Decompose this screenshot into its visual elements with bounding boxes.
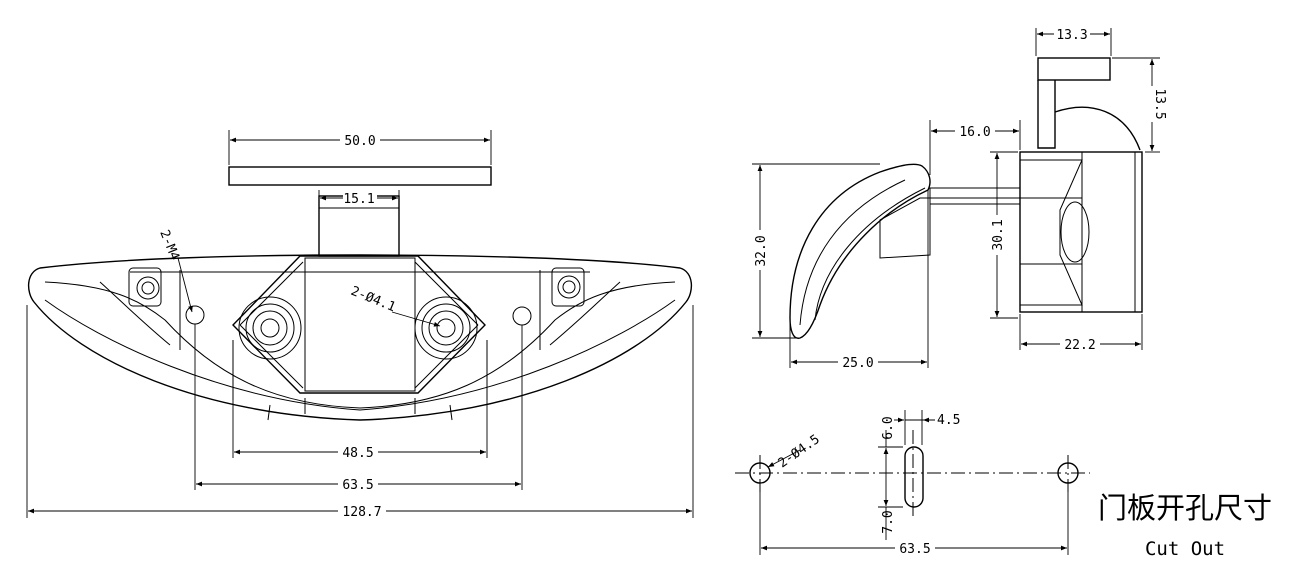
dim-cutout-hole: 2-Ø4.5 xyxy=(776,432,823,471)
cutout-hole-right xyxy=(1057,462,1079,484)
dim-hole-spacing: 63.5 xyxy=(899,542,930,557)
cutout-title-cn: 门板开孔尺寸 xyxy=(1098,491,1272,525)
dim-depth: 25.0 xyxy=(842,356,873,371)
dim-height: 32.0 xyxy=(754,235,769,266)
dim-stem-width: 15.1 xyxy=(343,192,374,207)
lock-body xyxy=(1019,151,1143,313)
dim-slot-bottom: 7.0 xyxy=(881,510,896,533)
lever xyxy=(789,163,931,339)
m4-hole-left xyxy=(185,305,205,325)
top-plate xyxy=(228,166,492,186)
cutout-slot xyxy=(904,446,924,508)
hole-41-left xyxy=(238,296,302,360)
handle-outline xyxy=(27,254,693,421)
dim-top-width: 50.0 xyxy=(344,134,375,149)
dim-body-height: 30.1 xyxy=(991,219,1006,250)
cutout-title-en: Cut Out xyxy=(1145,538,1225,560)
m4-hole-right xyxy=(512,306,532,326)
dim-offset: 16.0 xyxy=(959,125,990,140)
cutout-view: 2-Ø4.5 6.0 4.5 7.0 63.5 门板开孔尺寸 Cut Out xyxy=(735,410,1272,560)
callout-hole: 2-Ø4.1 xyxy=(349,284,398,316)
center-plate xyxy=(232,255,486,394)
dim-screw-spacing: 63.5 xyxy=(342,478,373,493)
hole-41-right xyxy=(414,296,478,360)
front-view: 50.0 15.1 48.5 63.5 128.7 2-M4 2-Ø4.1 xyxy=(26,130,694,520)
dim-outer-width: 128.7 xyxy=(342,505,381,520)
dim-slot-width: 4.5 xyxy=(937,413,960,428)
dim-tab-height: 13.5 xyxy=(1152,88,1167,119)
dim-body-depth: 22.2 xyxy=(1064,338,1095,353)
dim-tab-width: 13.3 xyxy=(1056,28,1087,43)
cutout-hole-left xyxy=(749,462,771,484)
callout-thread: 2-M4 xyxy=(156,228,182,263)
dim-slot-top: 6.0 xyxy=(881,416,896,439)
dim-boss-spacing: 48.5 xyxy=(342,446,373,461)
side-view: 13.3 13.5 16.0 32.0 25.0 30.1 22.2 xyxy=(752,26,1167,371)
